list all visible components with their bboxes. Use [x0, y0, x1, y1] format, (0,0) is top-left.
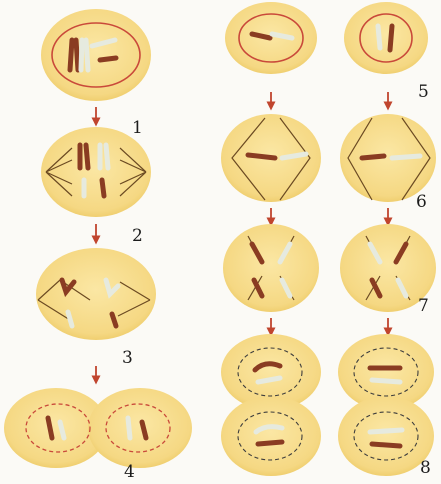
stage-label-1: 1	[132, 118, 143, 138]
cell-stage-8	[221, 334, 434, 476]
cell-stage-6	[221, 114, 436, 202]
cell-stage-7	[223, 224, 436, 312]
cell-stage-1	[41, 9, 151, 101]
stage-label-5: 5	[418, 82, 429, 102]
stage-label-4: 4	[124, 462, 135, 482]
cell-stage-4	[4, 388, 192, 468]
stage-label-8: 8	[420, 458, 431, 478]
cell-stage-2	[41, 127, 151, 217]
stage-label-6: 6	[416, 192, 427, 212]
cell-stage-3	[36, 248, 156, 340]
cell-stage-5	[225, 2, 428, 74]
stage-label-7: 7	[418, 296, 429, 316]
stage-label-3: 3	[122, 348, 133, 368]
stage-label-2: 2	[132, 226, 143, 246]
